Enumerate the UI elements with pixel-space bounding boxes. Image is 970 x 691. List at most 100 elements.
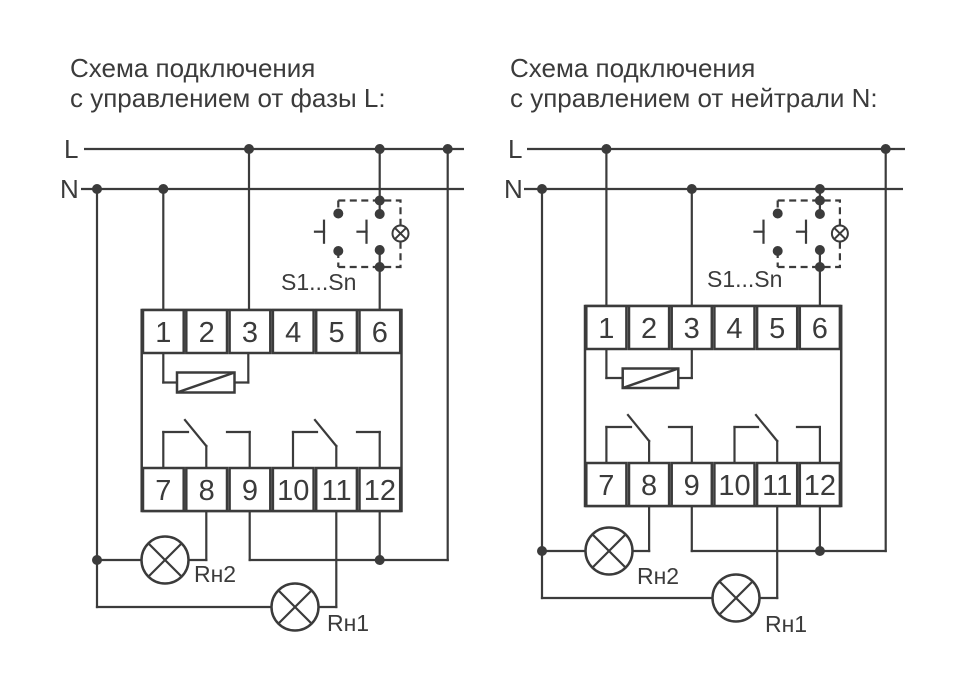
diagram-title-line1: Схема подключения xyxy=(70,53,315,83)
terminal-cell xyxy=(358,466,402,513)
terminal-number: 10 xyxy=(277,475,309,507)
diagram-title-line2: с управлением от нейтрали N: xyxy=(510,83,878,113)
terminal-cell xyxy=(670,304,714,351)
junction-dot xyxy=(772,208,783,219)
terminal-cell xyxy=(358,308,402,355)
lamp-cross xyxy=(394,227,407,240)
terminal-number: 2 xyxy=(641,313,657,345)
terminal-number: 5 xyxy=(328,317,344,349)
wire xyxy=(626,413,651,443)
load2-label: Rн2 xyxy=(637,563,679,589)
junction-dot xyxy=(374,209,385,219)
load1-label: Rн1 xyxy=(765,611,807,637)
terminal-number: 1 xyxy=(155,317,171,349)
switch-enclosure-dashed-box xyxy=(776,199,841,269)
junction-dot xyxy=(374,555,385,565)
terminal-cell xyxy=(228,308,272,355)
load1-label: Rн1 xyxy=(327,610,369,636)
terminal-cell xyxy=(798,461,842,508)
terminal-number: 7 xyxy=(155,475,171,507)
junction-dot xyxy=(772,246,783,256)
load2-label: Rн2 xyxy=(194,561,236,587)
terminal-number: 6 xyxy=(372,317,388,349)
wire xyxy=(754,413,779,443)
phase-label: L xyxy=(64,134,78,164)
terminal-cell xyxy=(585,304,628,351)
terminal-cell xyxy=(185,308,229,355)
switch-group-label: S1...Sn xyxy=(281,269,356,295)
terminal-cell xyxy=(585,461,628,508)
junction-dot xyxy=(537,546,547,556)
terminal-number: 2 xyxy=(199,317,215,349)
lamp-cross xyxy=(833,227,847,240)
lamp-cross xyxy=(146,541,184,579)
terminal-cell xyxy=(271,466,315,513)
terminal-cell xyxy=(228,466,272,513)
switch-enclosure-dashed-box xyxy=(337,199,402,269)
junction-dot xyxy=(92,184,102,194)
terminal-number: 3 xyxy=(242,317,258,349)
junction-dot xyxy=(374,245,385,255)
terminal-cell xyxy=(627,304,671,351)
terminal-number: 11 xyxy=(762,470,792,502)
junction-dot xyxy=(814,209,825,219)
junction-dot xyxy=(537,184,547,194)
junction-dot xyxy=(814,184,825,194)
junction-dot xyxy=(601,144,612,154)
switch-indicator-lamp-icon xyxy=(830,224,849,243)
junction-dot xyxy=(880,144,891,154)
terminal-cell xyxy=(627,461,671,508)
terminal-number: 1 xyxy=(598,313,614,345)
terminal-number: 8 xyxy=(641,470,657,502)
load1-lamp-icon xyxy=(270,582,320,632)
terminal-number: 12 xyxy=(804,470,836,502)
terminal-cell xyxy=(271,308,315,355)
junction-dot xyxy=(374,262,385,272)
junction-dot xyxy=(814,245,825,255)
load2-lamp-icon xyxy=(140,535,190,585)
switch-group-label: S1...Sn xyxy=(707,266,782,292)
load1-lamp-icon xyxy=(711,573,761,623)
diagram-title-line1: Схема подключения xyxy=(510,53,755,83)
junction-dot xyxy=(374,144,385,154)
lamp-cross xyxy=(717,579,755,617)
terminal-cell xyxy=(713,461,756,508)
device-outline xyxy=(140,308,403,513)
terminal-number: 10 xyxy=(718,470,750,502)
terminal-cell xyxy=(755,304,799,351)
lamp-cross xyxy=(276,588,314,626)
lamp-cross xyxy=(590,532,628,570)
terminal-number: 7 xyxy=(598,470,614,502)
terminal-number: 9 xyxy=(242,475,258,507)
terminal-cell xyxy=(670,461,714,508)
junction-dot xyxy=(333,208,344,219)
terminal-number: 3 xyxy=(684,313,700,345)
terminal-cell xyxy=(713,304,756,351)
junction-dot xyxy=(244,144,254,154)
junction-dot xyxy=(333,246,344,256)
load2-lamp-icon xyxy=(584,526,634,576)
wire xyxy=(313,418,338,448)
neutral-label: N xyxy=(60,174,79,204)
junction-dot xyxy=(158,184,169,194)
terminal-cell xyxy=(141,466,185,513)
terminal-cell xyxy=(798,304,842,351)
junction-dot xyxy=(814,546,825,556)
terminal-cell xyxy=(314,466,359,513)
terminal-number: 5 xyxy=(769,313,785,345)
junction-dot xyxy=(374,195,385,206)
terminal-number: 11 xyxy=(321,475,351,507)
wire xyxy=(183,418,208,448)
terminal-number: 8 xyxy=(199,475,215,507)
junction-dot xyxy=(814,195,825,206)
terminal-number: 9 xyxy=(684,470,700,502)
terminal-cell xyxy=(141,308,185,355)
terminal-number: 12 xyxy=(364,475,396,507)
terminal-number: 4 xyxy=(285,317,301,349)
relay-coil-diagonal xyxy=(622,367,679,390)
switch-indicator-lamp-icon xyxy=(391,224,410,243)
relay-coil-diagonal xyxy=(176,371,235,394)
